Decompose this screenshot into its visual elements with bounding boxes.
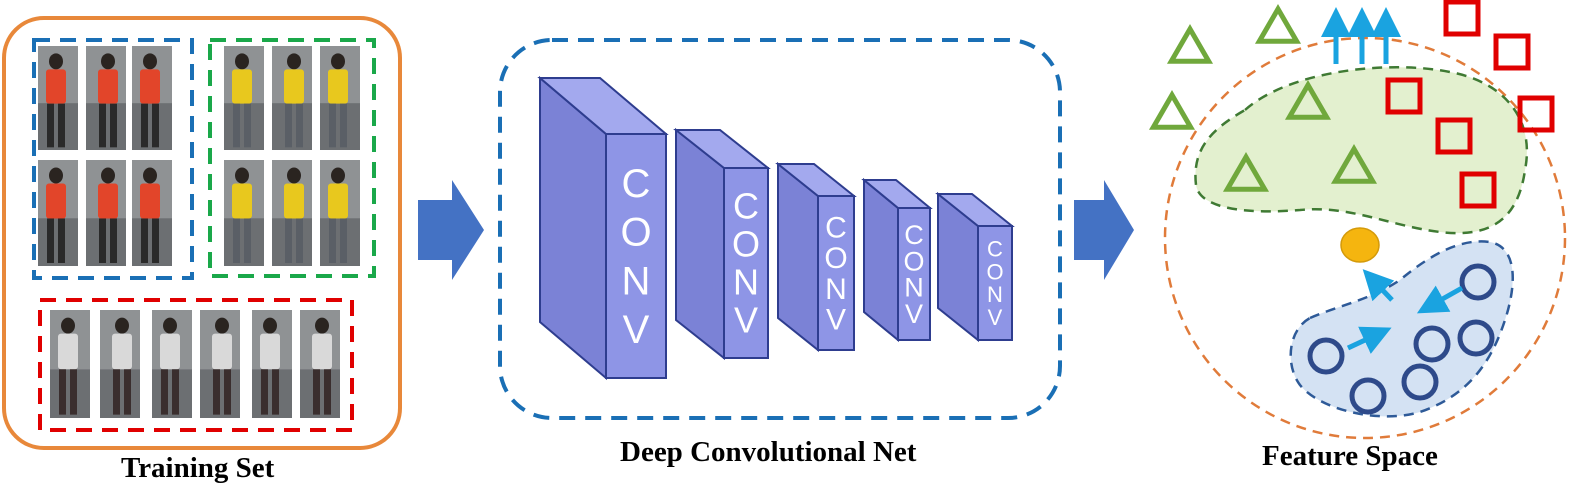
triangle-samples — [1148, 4, 1378, 192]
triangle-sample — [1330, 144, 1378, 184]
person-image-tile — [272, 160, 312, 266]
pull-together-arrows — [1346, 269, 1464, 354]
triangle-sample — [1254, 4, 1302, 44]
group-box-yellow-shirt — [208, 38, 376, 278]
person-image-tile — [300, 310, 340, 418]
circle-samples — [1307, 263, 1497, 415]
flow-arrow-1 — [418, 180, 484, 280]
square-sample — [1443, 0, 1481, 37]
person-image-tile — [320, 46, 360, 150]
circle-sample — [1401, 363, 1439, 401]
square-sample — [1435, 117, 1473, 155]
square-sample — [1517, 95, 1555, 133]
push-away-arrows — [1321, 7, 1401, 64]
square-sample — [1493, 33, 1531, 71]
feature-space-boundary — [1163, 36, 1567, 440]
network-frame — [498, 38, 1062, 420]
circle-sample — [1457, 319, 1495, 357]
class-center-dot — [1340, 227, 1380, 263]
triangle-sample — [1222, 152, 1270, 192]
cluster-green — [1194, 65, 1529, 235]
person-image-tiles — [38, 46, 360, 418]
person-image-tile — [224, 160, 264, 266]
person-image-tile — [86, 160, 126, 266]
triangle-sample — [1148, 90, 1196, 130]
person-image-tile — [132, 160, 172, 266]
person-image-tile — [152, 310, 192, 418]
person-image-tile — [252, 310, 292, 418]
square-sample — [1385, 77, 1423, 115]
person-image-tile — [50, 310, 90, 418]
group-box-white-jacket — [38, 298, 354, 432]
person-image-tile — [272, 46, 312, 150]
circle-sample — [1349, 377, 1387, 415]
group-box-red-shirt — [32, 38, 194, 280]
cluster-blue — [1289, 240, 1514, 418]
person-image-tile — [100, 310, 140, 418]
pull-arrow — [1362, 269, 1395, 302]
flow-arrow-2 — [1074, 180, 1134, 280]
person-image-tile — [320, 160, 360, 266]
circle-sample — [1307, 337, 1345, 375]
square-samples — [1385, 0, 1555, 209]
training-set-panel — [2, 16, 402, 450]
person-image-tile — [38, 160, 78, 266]
feature-space-panel — [1148, 0, 1567, 440]
square-sample — [1459, 171, 1497, 209]
person-image-tile — [132, 46, 172, 150]
person-image-tile — [224, 46, 264, 150]
caption-training-set: Training Set — [121, 452, 275, 484]
person-image-tile — [200, 310, 240, 418]
pull-arrow — [1346, 326, 1392, 354]
person-image-tile — [86, 46, 126, 150]
circle-sample — [1459, 263, 1497, 301]
triangle-sample — [1284, 80, 1332, 120]
triangle-sample — [1166, 24, 1214, 64]
person-image-tile — [38, 46, 78, 150]
circle-sample — [1413, 325, 1451, 363]
caption-network: Deep Convolutional Net — [620, 436, 917, 468]
pull-arrow — [1416, 285, 1464, 314]
caption-feature-space: Feature Space — [1262, 440, 1438, 472]
